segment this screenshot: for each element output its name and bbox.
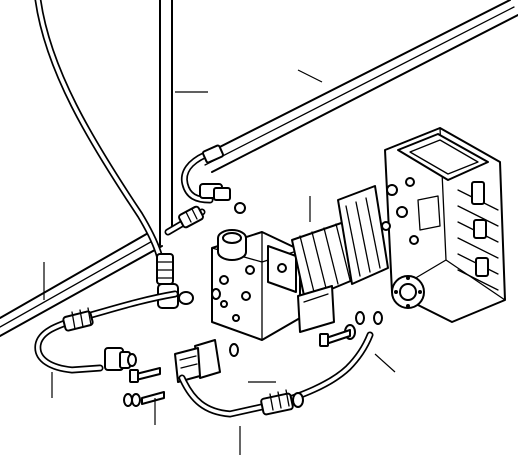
vertical-pipe: [159, 0, 173, 246]
bolt-icon-right: [319, 329, 351, 347]
washer-icon: [123, 391, 165, 407]
gearbox-icon: [381, 127, 506, 323]
fitting-elbow-upper: [164, 205, 206, 236]
frame-rail-upper: [197, 0, 518, 173]
hose-lower-right: [178, 331, 374, 418]
hose-main-left: [34, 0, 169, 289]
hose-fitting-left: [62, 307, 94, 332]
manifold-block: [104, 339, 221, 383]
leader-lines: [43, 69, 396, 455]
frame-rail-lower: [0, 231, 163, 337]
bolt-icon: [129, 367, 161, 383]
hydraulic-pump-icon: [211, 185, 389, 341]
hose-fitting-lower: [260, 389, 304, 416]
hose-upper-pump: [180, 144, 246, 214]
hose-lower-left: [34, 290, 179, 374]
